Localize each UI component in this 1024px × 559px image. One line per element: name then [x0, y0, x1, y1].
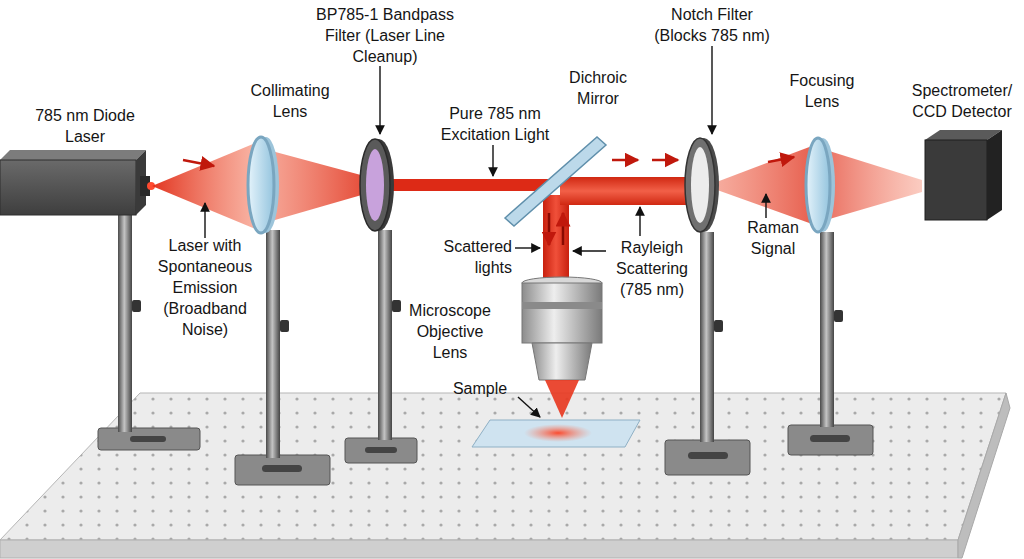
leader-arrow [518, 397, 540, 417]
post-base [98, 428, 200, 450]
component-label: BP785-1 Bandpass Filter (Laser Line Clea… [300, 4, 470, 67]
optical-post [132, 300, 141, 312]
post-base [262, 465, 302, 472]
leader-arrow [573, 250, 606, 251]
component-label: Notch Filter (Blocks 785 nm) [650, 4, 775, 46]
optical-post [714, 320, 723, 332]
leader-arrow [711, 46, 712, 134]
post-base [788, 425, 873, 455]
microscope-objective [545, 380, 579, 418]
laser-beam [382, 179, 554, 191]
optical-post [118, 212, 843, 458]
sample-slide [524, 424, 592, 442]
component-label: 785 nm Diode Laser [35, 105, 135, 147]
component-label: Collimating Lens [246, 80, 334, 122]
optical-table [0, 540, 958, 558]
notch-filter [691, 147, 709, 223]
focusing-lens [806, 138, 835, 232]
beam-direction-arrow [562, 213, 565, 245]
component-label: Scattered lights [426, 236, 512, 278]
ccd-detector [925, 140, 987, 220]
microscope-objective [522, 283, 602, 343]
laser-beam [268, 150, 372, 222]
leader-arrow [765, 194, 766, 218]
component-label: Spectrometer/ CCD Detector [906, 80, 1018, 122]
laser-beam [706, 146, 812, 224]
leader-arrow [205, 46, 766, 417]
microscope-objective [522, 277, 602, 418]
component-label: Rayleigh Scattering (785 nm) [607, 237, 697, 300]
collimating-lens [248, 137, 274, 233]
beam-direction-arrow [768, 157, 794, 162]
component-label: Dichroic Mirror [558, 67, 638, 109]
laser-beam [560, 177, 695, 205]
laser-beam [543, 195, 569, 283]
optical-post [266, 230, 280, 458]
ccd-detector [987, 130, 1002, 220]
dichroic-mirror [505, 137, 606, 226]
optical-post [280, 320, 289, 332]
optical-post [392, 300, 401, 312]
leader-arrow [204, 203, 205, 238]
bandpass-filter [366, 149, 384, 221]
component-label: Pure 785 nm Excitation Light [436, 103, 554, 145]
post-base [365, 447, 397, 453]
post-base [688, 452, 728, 459]
sample-slide [472, 420, 640, 447]
optical-post [820, 232, 834, 427]
notch-filter [685, 138, 719, 232]
leader-arrow [379, 66, 380, 134]
post-base [665, 440, 750, 475]
collimating-lens [248, 137, 279, 233]
component-label: Microscope Objective Lens [403, 300, 498, 363]
optical-post [700, 232, 714, 442]
post-base [345, 438, 417, 463]
leader-arrow [492, 145, 493, 176]
leader-arrow [639, 207, 640, 236]
component-label: Sample [445, 378, 515, 399]
optical-post [834, 310, 843, 322]
bandpass-filter [360, 139, 394, 231]
microscope-objective [532, 343, 592, 380]
post-base [235, 455, 330, 485]
focusing-lens [806, 138, 830, 232]
dichroic-mirror [505, 137, 606, 226]
optical-post [378, 230, 392, 440]
microscope-objective [522, 302, 602, 309]
optical-post [118, 212, 132, 432]
diode-laser [0, 150, 146, 160]
laser-beam [826, 150, 922, 220]
beam-direction-arrow [548, 213, 551, 245]
diode-laser [0, 160, 136, 215]
notch-filter [685, 138, 715, 232]
bandpass-filter [360, 139, 390, 231]
ccd-detector [925, 130, 1002, 220]
post-base [130, 436, 166, 442]
beam-direction-arrow [612, 159, 638, 162]
post-base [810, 435, 850, 442]
optical-table [958, 393, 1010, 558]
beam-direction-arrow [183, 160, 214, 166]
sample-slide [472, 420, 640, 447]
diode-laser [0, 150, 155, 215]
optical-table [0, 393, 1010, 558]
component-label: Focusing Lens [782, 70, 862, 112]
optical-table [0, 393, 1006, 540]
beam-direction-arrow [652, 159, 678, 162]
component-label: Raman Signal [740, 217, 806, 259]
component-label: Laser with Spontaneous Emission (Broadba… [155, 235, 255, 340]
optical-table [0, 393, 1006, 540]
leader-arrow [515, 247, 540, 248]
